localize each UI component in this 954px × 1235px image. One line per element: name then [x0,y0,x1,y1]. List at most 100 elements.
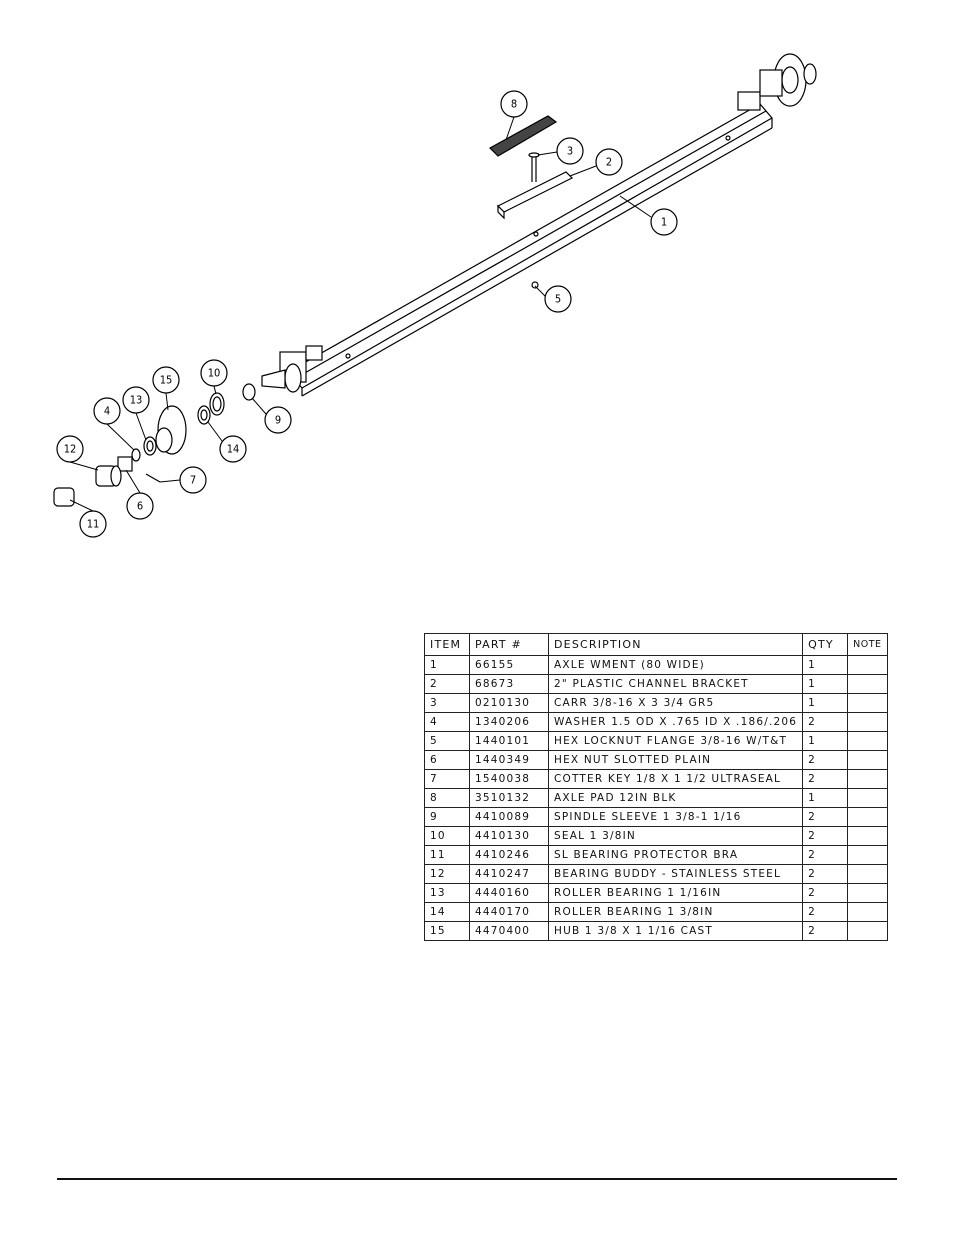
cell-description: ROLLER BEARING 1 1/16IN [547,883,804,903]
cell-description: SPINDLE SLEEVE 1 3/8-1 1/16 [547,807,804,827]
cell-part: 4410247 [469,864,549,884]
locknut [531,281,539,289]
cell-description: AXLE PAD 12IN BLK [547,788,804,808]
cell-part: 3510132 [469,788,549,808]
cell-qty: 2 [802,845,849,865]
cell-description: BEARING BUDDY - STAINLESS STEEL [547,864,804,884]
cell-qty: 2 [802,712,849,732]
cell-item: 8 [424,788,470,808]
cell-note [847,750,888,770]
cell-note [847,674,888,694]
cell-description: WASHER 1.5 OD X .765 ID X .186/.206 [547,712,804,732]
svg-text:13: 13 [130,394,143,407]
cell-note [847,864,888,884]
cell-item: 9 [424,807,470,827]
cell-part: 66155 [469,655,549,675]
cell-qty: 1 [802,655,849,675]
cell-qty: 1 [802,731,849,751]
balloon-10: 10 [200,359,228,387]
cell-part: 4440170 [469,902,549,922]
svg-text:14: 14 [227,443,240,456]
cell-item: 2 [424,674,470,694]
cell-description: HUB 1 3/8 X 1 1/16 CAST [547,921,804,941]
cell-qty: 1 [802,788,849,808]
balloon-5: 5 [544,285,572,313]
svg-text:12: 12 [64,443,77,456]
balloon-7: 7 [179,466,207,494]
cell-part: 0210130 [469,693,549,713]
exploded-axle-diagram: 1 2 3 4 5 6 7 8 9 10 11 12 13 14 15 [53,53,817,538]
cell-description: AXLE WMENT (80 WIDE) [547,655,804,675]
svg-text:9: 9 [275,414,281,427]
cell-note [847,826,888,846]
svg-text:11: 11 [87,518,100,531]
cell-qty: 2 [802,769,849,789]
cell-note [847,883,888,903]
balloon-6: 6 [126,492,154,520]
cell-note [847,807,888,827]
svg-text:4: 4 [104,405,110,418]
balloon-4: 4 [93,397,121,425]
cell-item: 1 [424,655,470,675]
axle-pad [489,115,558,157]
balloon-12: 12 [56,435,84,463]
cell-note [847,693,888,713]
cell-part: 4410089 [469,807,549,827]
channel-bracket [496,171,574,220]
cell-item: 11 [424,845,470,865]
cell-description: HEX LOCKNUT FLANGE 3/8-16 W/T&T [547,731,804,751]
table-header-row: ITEM PART # DESCRIPTION QTY NOTE [424,633,888,656]
carriage-bolt [528,152,540,182]
cell-note [847,921,888,941]
header-qty: QTY [802,633,849,656]
cell-description: 2" PLASTIC CHANNEL BRACKET [547,674,804,694]
cell-item: 13 [424,883,470,903]
cell-qty: 2 [802,902,849,922]
cell-qty: 1 [802,693,849,713]
cell-note [847,712,888,732]
cell-part: 4410246 [469,845,549,865]
cell-part: 1440349 [469,750,549,770]
balloon-13: 13 [122,386,150,414]
cell-description: SEAL 1 3/8IN [547,826,804,846]
cell-note [847,655,888,675]
balloon-14: 14 [219,435,247,463]
cell-part: 4470400 [469,921,549,941]
hub-parts [53,383,256,507]
cell-item: 15 [424,921,470,941]
cell-qty: 2 [802,750,849,770]
cell-item: 3 [424,693,470,713]
cell-qty: 1 [802,674,849,694]
cell-item: 12 [424,864,470,884]
cell-description: SL BEARING PROTECTOR BRA [547,845,804,865]
leader-lines [69,116,652,512]
cell-part: 1540038 [469,769,549,789]
cell-qty: 2 [802,883,849,903]
cell-item: 5 [424,731,470,751]
svg-text:10: 10 [208,367,221,380]
header-description: DESCRIPTION [547,633,804,656]
header-note: NOTE [847,633,888,656]
svg-text:15: 15 [160,374,173,387]
cell-note [847,902,888,922]
cell-description: CARR 3/8-16 X 3 3/4 GR5 [547,693,804,713]
balloon-2: 2 [595,148,623,176]
cell-qty: 2 [802,826,849,846]
cell-item: 14 [424,902,470,922]
cell-part: 1340206 [469,712,549,732]
svg-text:1: 1 [661,216,667,229]
cell-qty: 2 [802,807,849,827]
cell-part: 68673 [469,674,549,694]
svg-text:7: 7 [190,474,196,487]
